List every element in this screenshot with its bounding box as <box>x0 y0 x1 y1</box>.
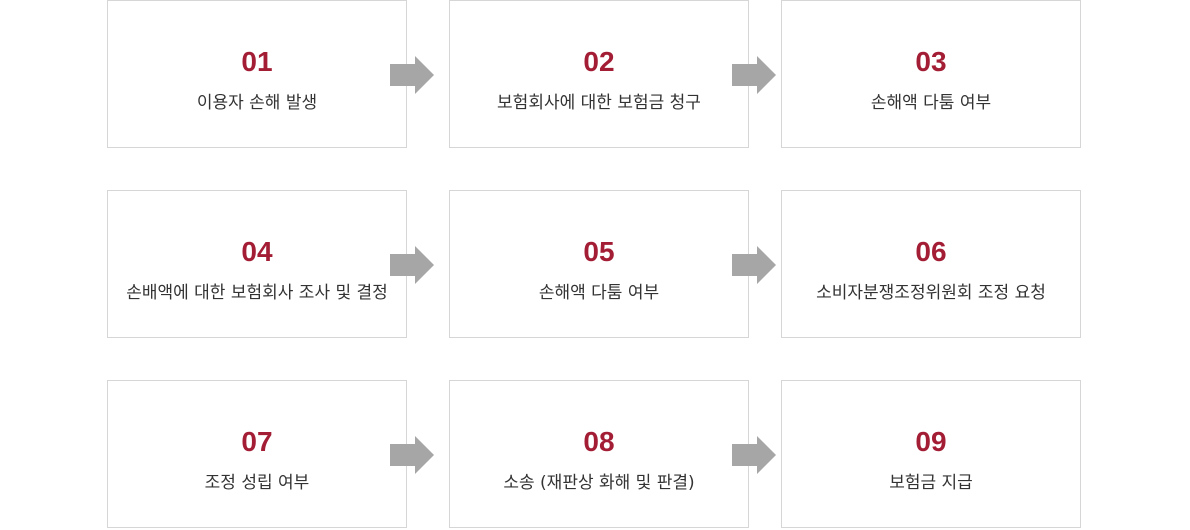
step-number: 05 <box>583 236 615 267</box>
step-number: 06 <box>915 236 947 267</box>
step-label: 소송 (재판상 화해 및 판결) <box>503 473 695 493</box>
step-number: 03 <box>915 46 947 77</box>
step-box-07: 07 조정 성립 여부 <box>107 380 407 528</box>
arrow-right-icon <box>389 245 435 285</box>
step-number: 04 <box>241 236 273 267</box>
step-number: 01 <box>241 46 273 77</box>
step-box-01: 01 이용자 손해 발생 <box>107 0 407 148</box>
step-number: 07 <box>241 426 273 457</box>
arrow-right-icon <box>389 55 435 95</box>
step-label: 손해액 다툼 여부 <box>538 283 660 303</box>
step-label: 보험금 지급 <box>889 473 973 493</box>
step-label: 이용자 손해 발생 <box>196 93 318 113</box>
arrow-right-icon <box>389 435 435 475</box>
step-number: 02 <box>583 46 615 77</box>
arrow-right-icon <box>731 55 777 95</box>
step-label: 손해액 다툼 여부 <box>870 93 992 113</box>
step-label: 조정 성립 여부 <box>204 473 310 493</box>
step-number: 09 <box>915 426 947 457</box>
step-number: 08 <box>583 426 615 457</box>
step-label: 보험회사에 대한 보험금 청구 <box>497 93 701 113</box>
step-box-02: 02 보험회사에 대한 보험금 청구 <box>449 0 749 148</box>
step-label: 소비자분쟁조정위원회 조정 요청 <box>816 283 1046 303</box>
arrow-right-icon <box>731 245 777 285</box>
step-box-05: 05 손해액 다툼 여부 <box>449 190 749 338</box>
step-box-06: 06 소비자분쟁조정위원회 조정 요청 <box>781 190 1081 338</box>
step-box-09: 09 보험금 지급 <box>781 380 1081 528</box>
step-label: 손배액에 대한 보험회사 조사 및 결정 <box>126 283 388 303</box>
arrow-right-icon <box>731 435 777 475</box>
step-box-03: 03 손해액 다툼 여부 <box>781 0 1081 148</box>
step-box-08: 08 소송 (재판상 화해 및 판결) <box>449 380 749 528</box>
step-box-04: 04 손배액에 대한 보험회사 조사 및 결정 <box>107 190 407 338</box>
